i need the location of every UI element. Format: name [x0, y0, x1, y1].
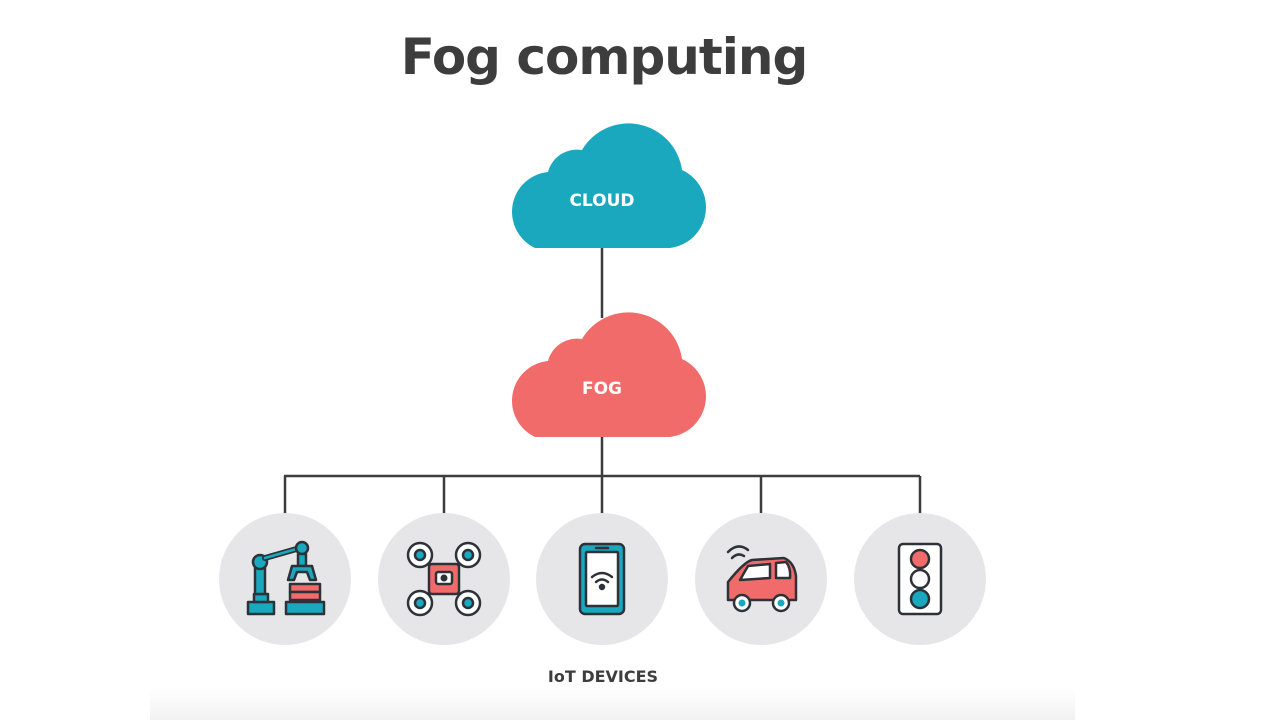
fog-node: FOG	[512, 312, 706, 437]
cloud-label: CLOUD	[569, 191, 634, 211]
robotic-arm-icon	[246, 540, 326, 616]
cloud-shape	[512, 123, 706, 248]
connected-car-icon	[726, 545, 798, 613]
traffic-light-icon	[897, 542, 943, 616]
device-drone	[378, 513, 510, 645]
device-car	[695, 513, 827, 645]
cloud-node: CLOUD	[512, 123, 706, 248]
device-robotic-arm	[219, 513, 351, 645]
device-smartphone	[536, 513, 668, 645]
smartphone-wifi-icon	[578, 542, 626, 616]
connector-lines	[283, 248, 922, 514]
fog-shape	[512, 312, 706, 437]
drone-icon	[406, 541, 482, 617]
diagram-title: Fog computing	[400, 28, 809, 86]
device-row	[219, 513, 986, 645]
device-traffic-light	[854, 513, 986, 645]
bottom-fade	[150, 688, 1075, 720]
iot-devices-label: IoT DEVICES	[547, 667, 659, 686]
fog-label: FOG	[582, 379, 622, 399]
